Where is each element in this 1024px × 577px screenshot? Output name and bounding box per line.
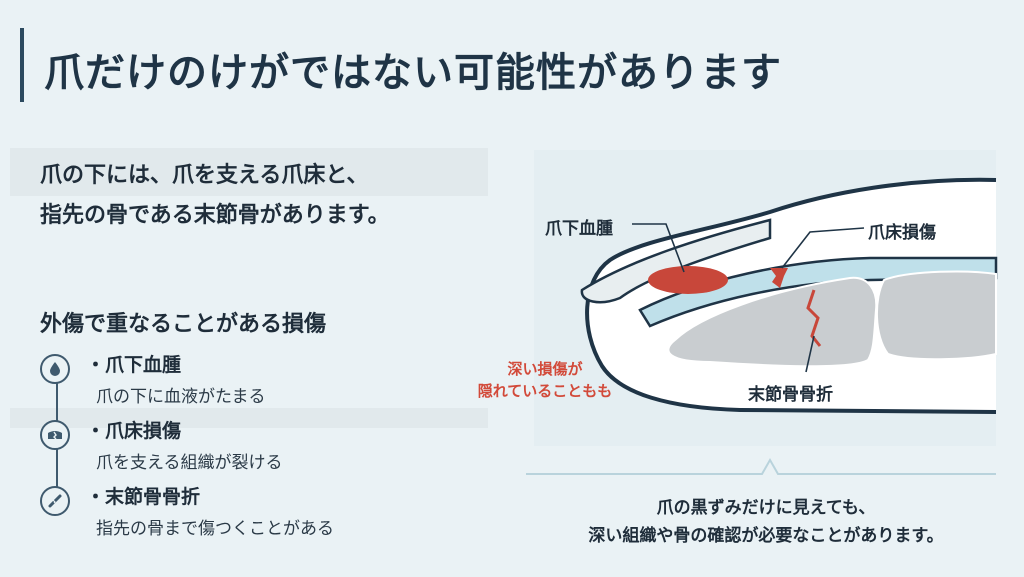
leader-nailbed bbox=[781, 227, 865, 269]
finger-cross-section-diagram bbox=[526, 177, 998, 475]
injury-desc: 爪の下に血液がたまる bbox=[96, 387, 266, 407]
item-highlight bbox=[10, 408, 488, 428]
intro-highlight bbox=[10, 148, 488, 196]
leader-fracture bbox=[805, 335, 815, 373]
distal-phalanx-bone bbox=[667, 276, 878, 368]
label-fracture: 末節骨骨折 bbox=[748, 385, 833, 405]
bone-icon bbox=[40, 486, 70, 516]
tear-icon bbox=[40, 420, 70, 450]
warning-line-2: 隠れていることもも bbox=[477, 382, 613, 400]
leader-hematoma bbox=[632, 223, 685, 273]
intro-text: 爪の下には、爪を支える爪床と、 指先の骨である末節骨があります。 bbox=[40, 156, 390, 236]
title-accent-bar bbox=[20, 28, 24, 102]
injury-name: ・爪下血腫 bbox=[86, 354, 182, 376]
injury-desc: 指先の骨まで傷つくことがある bbox=[96, 519, 334, 539]
nailbed-tear-mark bbox=[770, 268, 788, 288]
hematoma-mark bbox=[648, 266, 728, 294]
drop-icon bbox=[40, 354, 70, 384]
injuries-title: 外傷で重なることがある損傷 bbox=[40, 312, 327, 337]
fracture-line-mark bbox=[806, 289, 822, 347]
caption-divider bbox=[526, 457, 996, 475]
middle-phalanx-bone bbox=[876, 270, 997, 361]
injury-desc: 爪を支える組織が裂ける bbox=[96, 453, 283, 473]
intro-line-2: 指先の骨である末節骨があります。 bbox=[40, 203, 390, 228]
hidden-injury-warning: 深い損傷が 隠れていることもも bbox=[470, 358, 620, 402]
caption-line-1: 爪の黒ずみだけに見えても、 bbox=[656, 498, 876, 518]
nail-plate bbox=[580, 218, 772, 304]
injury-name: ・末節骨骨折 bbox=[86, 486, 201, 508]
warning-line-1: 深い損傷が bbox=[507, 360, 583, 378]
intro-line-1: 爪の下には、爪を支える爪床と、 bbox=[40, 163, 369, 188]
label-hematoma: 爪下血腫 bbox=[545, 219, 613, 239]
caption-line-2: 深い組織や骨の確認が必要なことがあります。 bbox=[588, 526, 944, 546]
injury-name: ・爪床損傷 bbox=[86, 420, 182, 442]
page-title: 爪だけのけがではない可能性があります bbox=[44, 50, 782, 96]
label-nailbed: 爪床損傷 bbox=[868, 223, 936, 243]
diagram-caption: 爪の黒ずみだけに見えても、 深い組織や骨の確認が必要なことがあります。 bbox=[526, 494, 1006, 550]
